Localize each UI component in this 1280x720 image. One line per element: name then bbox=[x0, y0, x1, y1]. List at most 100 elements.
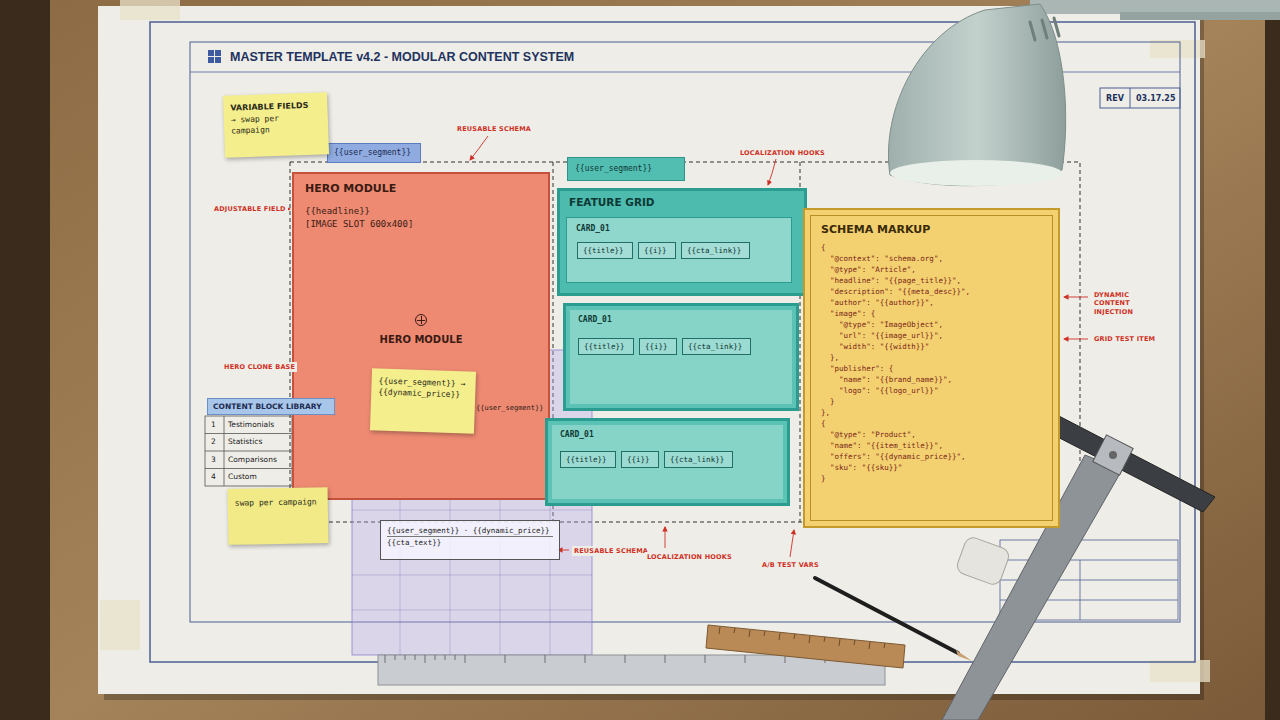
annotation: ADJUSTABLE FIELD bbox=[212, 204, 288, 214]
revision-date: 03.17.25 bbox=[1136, 94, 1175, 103]
field-pill: {{title}} bbox=[577, 242, 633, 259]
node-text: [IMAGE SLOT 600x400] bbox=[305, 218, 537, 231]
node-text: HERO MODULE bbox=[294, 334, 548, 345]
node-text: { bbox=[821, 242, 1042, 253]
table-cell: 4 bbox=[211, 472, 216, 481]
node-text: "@type": "Product", bbox=[821, 429, 1042, 440]
desk-lamp bbox=[888, 0, 1280, 186]
rev-divider bbox=[1130, 88, 1131, 108]
table-cell: Comparisons bbox=[228, 455, 277, 464]
annotation: REUSABLE SCHEMA bbox=[572, 546, 650, 556]
node-text: → swap per campaign bbox=[231, 112, 322, 137]
node-text: {{user_segment}} bbox=[334, 148, 414, 157]
node-text: {{user_segment}} · {{dynamic_price}} bbox=[387, 525, 553, 536]
node-text: "logo": "{{logo_url}}" bbox=[821, 385, 1042, 396]
rev-box bbox=[1100, 88, 1180, 108]
node-text: { bbox=[821, 418, 1042, 429]
annotation: HERO CLONE BASE bbox=[222, 362, 297, 372]
desk-board bbox=[50, 0, 1265, 720]
feature-card: CARD_01 {{title}} {{i}} {{cta_link}} bbox=[563, 303, 799, 411]
feature-card: CARD_01 {{title}} {{i}} {{cta_link}} bbox=[566, 217, 792, 283]
field-pill: {{cta_link}} bbox=[681, 242, 750, 259]
node-text: CONTENT BLOCK LIBRARY bbox=[213, 402, 329, 411]
wooden-ruler bbox=[706, 625, 905, 668]
overlay-field: {{user_segment}} bbox=[476, 404, 543, 412]
node-text: CARD_01 bbox=[578, 315, 784, 324]
feature-grid: FEATURE GRID CARD_01 {{title}} {{i}} {{cta_l… bbox=[557, 188, 807, 296]
node-text: {{user_segment}} bbox=[575, 164, 677, 173]
field-pill: {{i}} bbox=[639, 338, 677, 355]
overlay-field-box: {{user_segment}} · {{dynamic_price}}{{ct… bbox=[380, 520, 560, 560]
node-text: {{i}} bbox=[644, 246, 670, 255]
segment-tab: {{user_segment}} bbox=[327, 143, 421, 163]
sticky-note: {{user_segment}} → {{dynamic_price}} bbox=[370, 368, 476, 434]
node-text: VARIABLE FIELDS bbox=[230, 100, 320, 112]
hero-module: HERO MODULE {{headline}}[IMAGE SLOT 600x4… bbox=[292, 172, 550, 500]
crosshair-icon bbox=[415, 314, 427, 326]
annotation: LOCALIZATION HOOKS bbox=[738, 148, 827, 158]
table-cell: 3 bbox=[211, 455, 216, 464]
crosshair-line bbox=[421, 316, 422, 324]
library-header: CONTENT BLOCK LIBRARY bbox=[207, 398, 335, 415]
schema-markup: SCHEMA MARKUP { "@context": "schema.org",… bbox=[803, 208, 1060, 528]
node-text: {{user_segment}} → {{dynamic_price}} bbox=[378, 376, 469, 401]
node-text: HERO MODULE bbox=[305, 182, 537, 195]
annotation: A/B TEST VARS bbox=[760, 560, 821, 570]
revision-label: REV bbox=[1106, 94, 1124, 103]
node-text: {{headline}} bbox=[305, 205, 537, 218]
node-text: "offers": "{{dynamic_price}}", bbox=[821, 451, 1042, 462]
node-text: "@type": "ImageObject", bbox=[821, 319, 1042, 330]
field-pill: {{cta_link}} bbox=[682, 338, 751, 355]
annotation: DYNAMIC CONTENT INJECTION bbox=[1092, 290, 1168, 317]
node-text: {{cta_link}} bbox=[687, 246, 744, 255]
node-text: }, bbox=[821, 407, 1042, 418]
node-text: "author": "{{author}}", bbox=[821, 297, 1042, 308]
node-text: FEATURE GRID bbox=[569, 196, 795, 208]
node-text: CARD_01 bbox=[560, 430, 775, 439]
annotation: LOCALIZATION HOOKS bbox=[645, 552, 734, 562]
node-text: "url": "{{image_url}}", bbox=[821, 330, 1042, 341]
field-pill: {{i}} bbox=[638, 242, 676, 259]
node-text: "width": "{{width}}" bbox=[821, 341, 1042, 352]
node-text: SCHEMA MARKUP bbox=[821, 223, 1042, 236]
node-text: {{title}} bbox=[583, 246, 627, 255]
node-text: {{cta_link}} bbox=[670, 455, 727, 464]
field-pill: {{title}} bbox=[578, 338, 634, 355]
node-text: "headline": "{{page_title}}", bbox=[821, 275, 1042, 286]
node-text: "name": "{{brand_name}}", bbox=[821, 374, 1042, 385]
node-text: swap per campaign bbox=[235, 497, 321, 507]
node-text: {{title}} bbox=[584, 342, 628, 351]
library-table bbox=[205, 416, 292, 486]
node-text: "sku": "{{sku}}" bbox=[821, 462, 1042, 473]
sticky-note: swap per campaign bbox=[228, 487, 329, 545]
field-pill: {{title}} bbox=[560, 451, 616, 468]
annotation: REUSABLE SCHEMA bbox=[455, 124, 533, 134]
node-text: "name": "{{item_title}}", bbox=[821, 440, 1042, 451]
sheet-title: MASTER TEMPLATE v4.2 - MODULAR CONTENT S… bbox=[230, 50, 574, 64]
eraser bbox=[955, 535, 1011, 586]
node-text: } bbox=[821, 396, 1042, 407]
node-text: "image": { bbox=[821, 308, 1042, 319]
table-cell: Testimonials bbox=[228, 420, 274, 429]
node-text: {{cta_text}} bbox=[387, 536, 553, 548]
field-pill: {{i}} bbox=[621, 451, 659, 468]
annotation: GRID TEST ITEM bbox=[1092, 334, 1157, 344]
logo-icon bbox=[208, 50, 221, 63]
node-text: }, bbox=[821, 352, 1042, 363]
pencil bbox=[815, 578, 972, 661]
feature-card: CARD_01 {{title}} {{i}} {{cta_link}} bbox=[545, 418, 790, 506]
node-text: "@type": "Article", bbox=[821, 264, 1042, 275]
node-text: {{cta_link}} bbox=[688, 342, 745, 351]
node-text: "@context": "schema.org", bbox=[821, 253, 1042, 264]
metal-ruler bbox=[378, 655, 885, 685]
table-cell: Custom bbox=[228, 472, 257, 481]
node-text: "description": "{{meta_desc}}", bbox=[821, 286, 1042, 297]
table-cell: 1 bbox=[211, 420, 216, 429]
node-text: {{title}} bbox=[566, 455, 610, 464]
leader-lines bbox=[284, 136, 1088, 557]
node-text: {{i}} bbox=[627, 455, 653, 464]
segment-tab: {{user_segment}} bbox=[567, 157, 685, 181]
node-text: CARD_01 bbox=[576, 224, 782, 233]
